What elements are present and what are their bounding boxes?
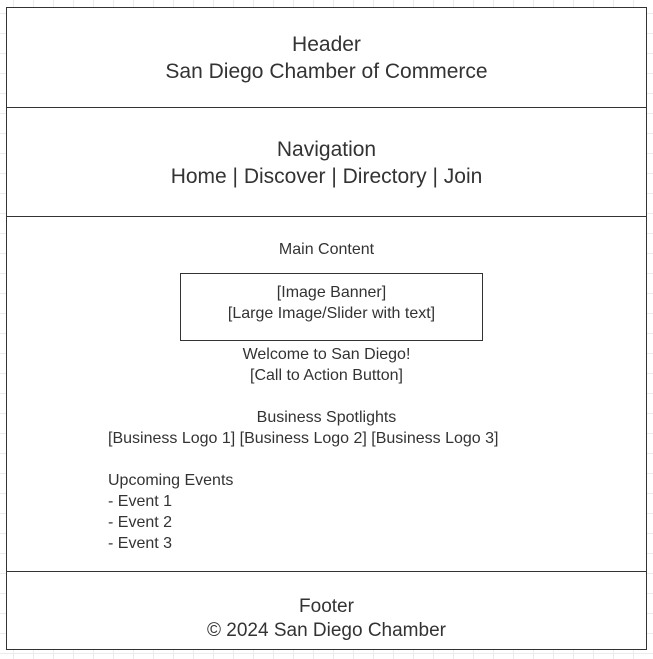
event-item: - Event 1: [108, 493, 173, 510]
upcoming-events-title: Upcoming Events: [108, 472, 234, 489]
main-content-section: Main Content [Image Banner] [Large Image…: [7, 217, 646, 572]
business-logos: [Business Logo 1] [Business Logo 2] [Bus…: [108, 430, 499, 447]
footer-copyright: © 2024 San Diego Chamber: [207, 620, 446, 641]
welcome-text: Welcome to San Diego!: [242, 346, 411, 363]
business-spotlights-title: Business Spotlights: [256, 409, 397, 426]
image-banner-placeholder: [Image Banner] [Large Image/Slider with …: [180, 273, 483, 341]
event-item: - Event 3: [108, 535, 173, 552]
footer-section: Footer © 2024 San Diego Chamber: [7, 572, 646, 649]
call-to-action-placeholder: [Call to Action Button]: [250, 367, 403, 384]
navigation-section: Navigation Home | Discover | Directory |…: [7, 108, 646, 217]
wireframe-frame: Header San Diego Chamber of Commerce Nav…: [6, 7, 647, 650]
main-content-title: Main Content: [278, 241, 375, 258]
event-item: - Event 2: [108, 514, 173, 531]
header-title: Header: [292, 33, 361, 56]
navigation-title: Navigation: [276, 138, 377, 161]
header-subtitle: San Diego Chamber of Commerce: [165, 60, 488, 83]
banner-line-1: [Image Banner]: [276, 284, 387, 301]
banner-line-2: [Large Image/Slider with text]: [227, 305, 436, 322]
navigation-links: Home | Discover | Directory | Join: [170, 165, 483, 188]
footer-title: Footer: [299, 596, 354, 617]
header-section: Header San Diego Chamber of Commerce: [7, 8, 646, 108]
